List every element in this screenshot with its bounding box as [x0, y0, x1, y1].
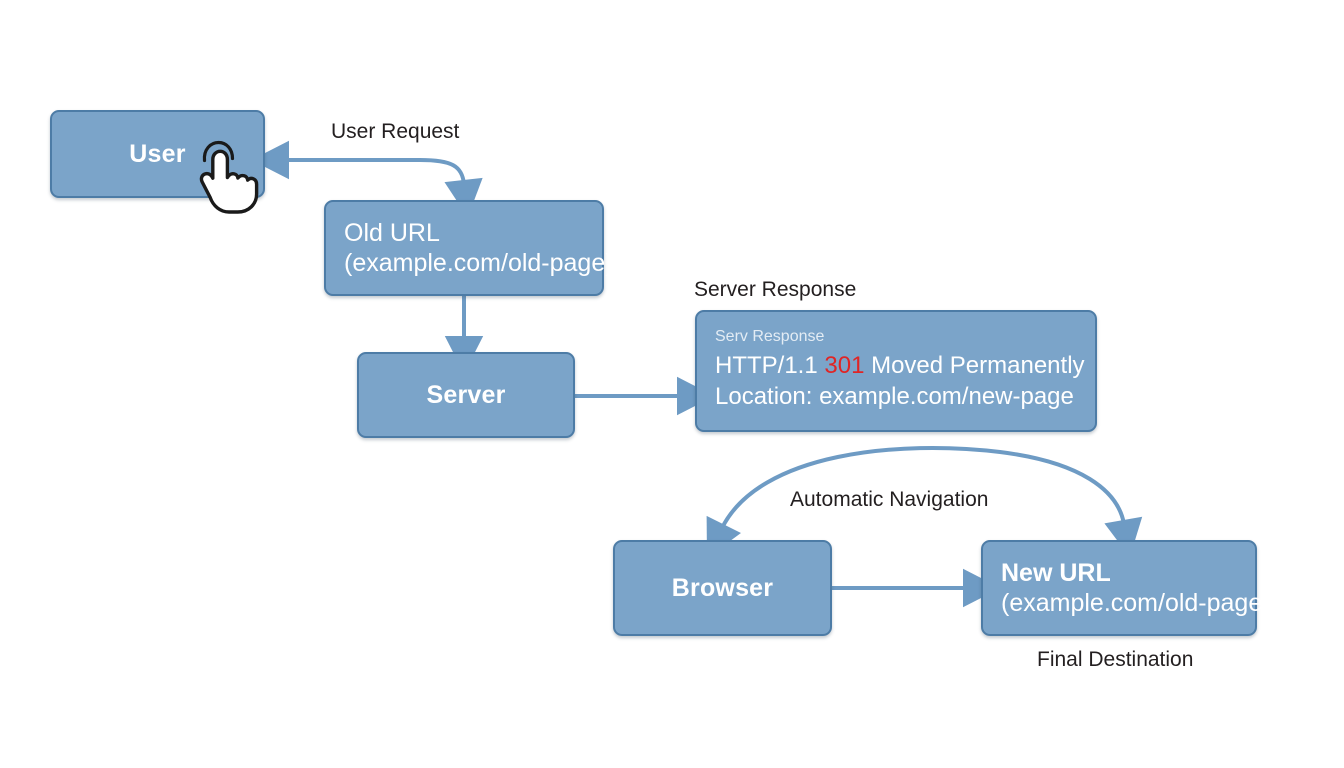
status-prefix: HTTP/1.1: [715, 351, 818, 379]
node-server-response-box[interactable]: Serv Response HTTP/1.1 301 Moved Permane…: [695, 310, 1097, 432]
node-browser-title: Browser: [671, 573, 774, 602]
server-response-status-line: HTTP/1.1 301 Moved Permanently: [715, 350, 1085, 381]
node-server[interactable]: Server: [357, 352, 575, 438]
node-user-title: User: [129, 139, 186, 168]
node-old-url-subtitle: (example.com/old-page): [344, 249, 614, 277]
node-old-url-title: Old URL: [344, 218, 440, 247]
pointing-hand-cursor-icon: [199, 140, 259, 214]
node-server-title: Server: [426, 380, 506, 409]
node-new-url[interactable]: New URL (example.com/old-page): [981, 540, 1271, 636]
node-old-url[interactable]: Old URL (example.com/old-page): [324, 200, 614, 296]
arrow-user-request: [251, 140, 483, 218]
server-response-small-label: Serv Response: [715, 328, 825, 345]
server-response-location-line: Location: example.com/new-page: [715, 382, 1074, 410]
label-server-response: Server Response: [694, 278, 857, 301]
label-automatic-navigation: Automatic Navigation: [790, 488, 989, 511]
node-new-url-subtitle: (example.com/old-page): [1001, 589, 1271, 617]
status-text: Moved Permanently: [871, 351, 1085, 379]
node-browser[interactable]: Browser: [613, 540, 832, 636]
label-final-destination: Final Destination: [1037, 648, 1194, 671]
node-new-url-title: New URL: [1001, 558, 1111, 587]
status-code-301: 301: [824, 351, 865, 379]
label-user-request: User Request: [331, 120, 460, 143]
